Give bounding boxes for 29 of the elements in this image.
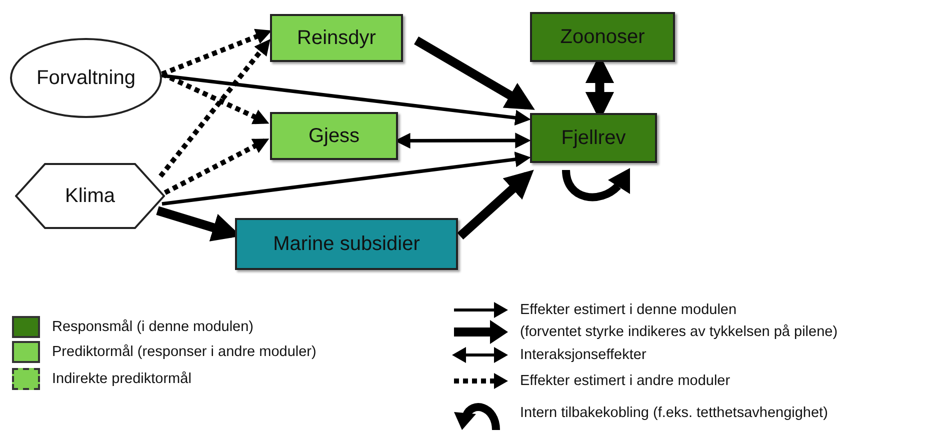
arrow [162,152,531,206]
legend-text: Responsmål (i denne modulen) [52,319,254,335]
hexagon-node [15,163,165,229]
node-label: Forvaltning [36,66,136,90]
node-label: Klima [64,184,115,208]
process-box [235,218,458,270]
legend-text: (forventet styrke indikeres av tykkelsen på pilene) [520,324,838,340]
arrow [162,74,531,126]
node-label: Marine subsidier [273,232,420,256]
arrow [164,138,270,195]
node-label: Zoonoser [560,26,645,48]
legend-text: Interaksjonseffekter [520,347,646,363]
legend-text: Indirekte prediktormål [52,371,192,387]
node-label: Fjellrev [561,126,626,150]
node-label: Reinsdyr [297,26,376,50]
arrow [414,36,535,110]
legend-text: Effekter estimert i andre moduler [520,373,730,389]
process-box [270,14,403,62]
arrow [158,39,270,178]
legend-text: Effekter estimert i denne modulen [520,302,737,318]
arrow [457,170,534,240]
process-box [270,112,398,160]
arrow [161,28,272,76]
process-box [530,12,675,62]
arrow [160,72,270,124]
process-box [530,113,657,163]
legend-text: Intern tilbakekobling (f.eks. tetthetsavhengighet) [520,405,828,421]
node-label: Gjess [308,124,360,148]
legend-text: Prediktormål (responser i andre moduler) [52,344,316,360]
